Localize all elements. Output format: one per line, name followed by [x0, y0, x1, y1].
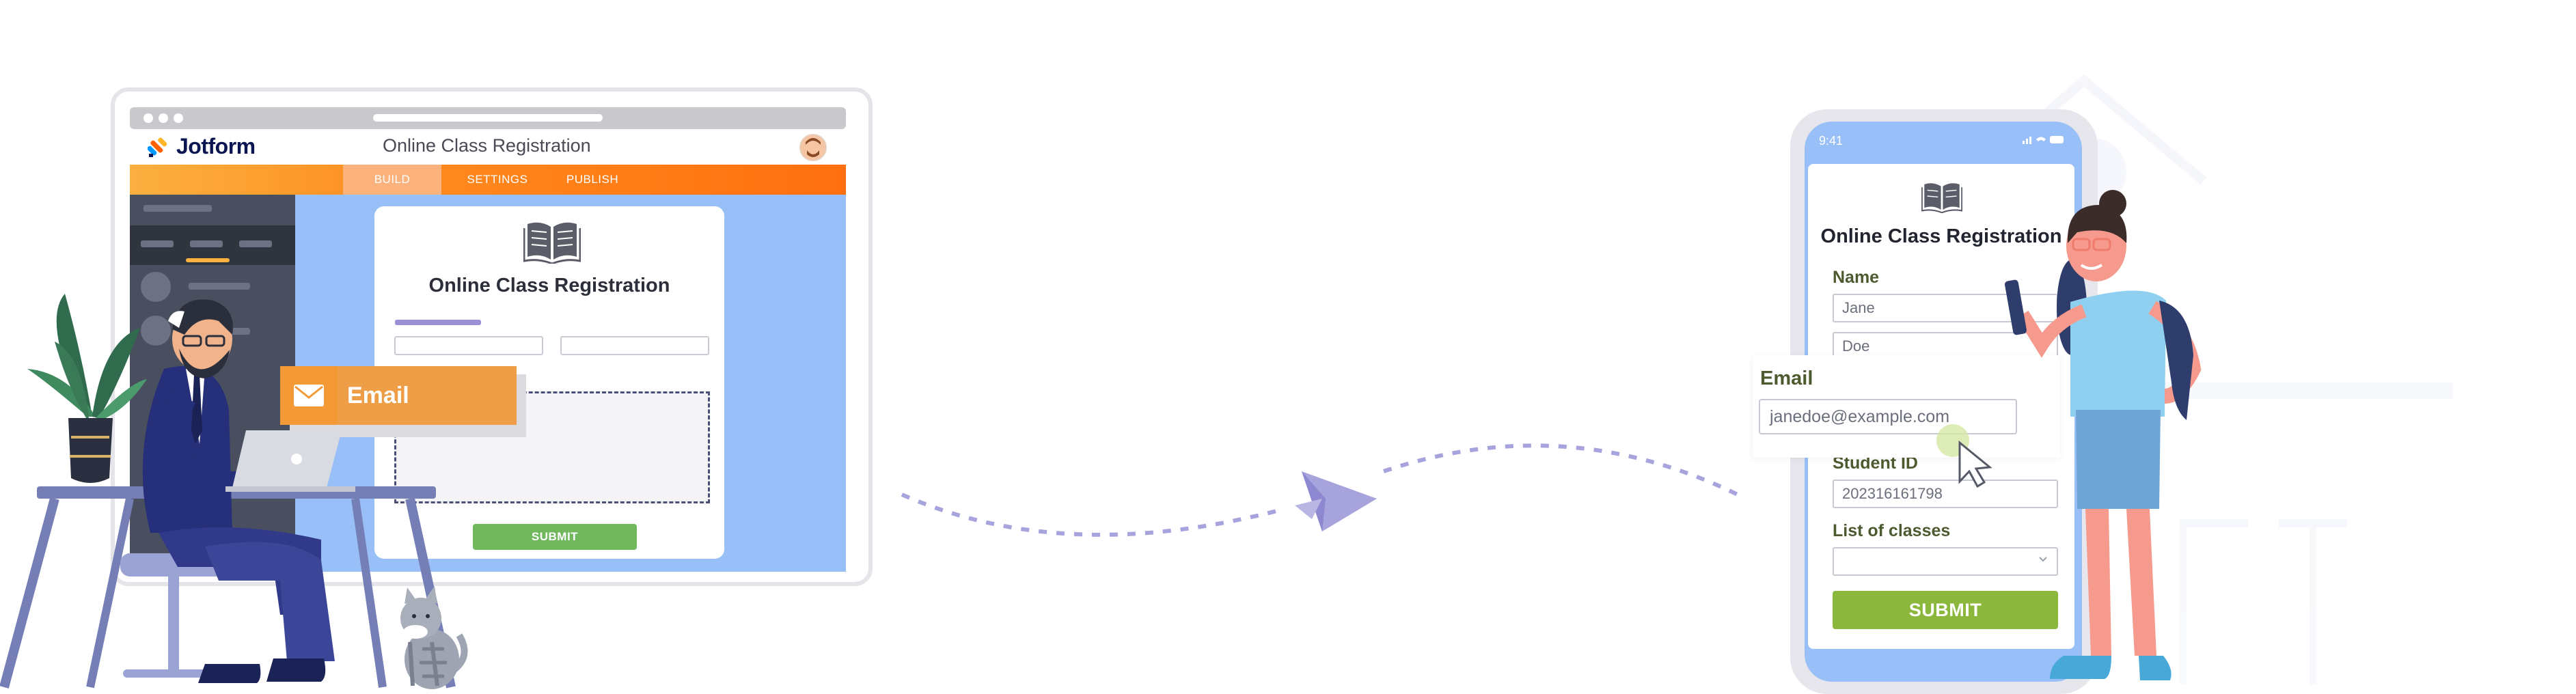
dashed-path-left	[901, 492, 1285, 537]
open-book-icon	[523, 222, 581, 264]
submit-button[interactable]: SUBMIT	[473, 524, 637, 550]
sidebar-placeholder-line	[143, 205, 212, 212]
tab-publish[interactable]: PUBLISH	[566, 173, 619, 186]
sidebar-tab-indicator	[186, 258, 230, 262]
student-illustration	[2004, 190, 2202, 680]
phone-form-title: Online Class Registration	[1820, 225, 2062, 247]
url-bar[interactable]	[373, 114, 603, 122]
classes-select[interactable]	[1833, 547, 2058, 576]
name-label: Name	[1833, 268, 1880, 287]
window-dot-minimize	[159, 113, 168, 123]
email-label: Email	[1760, 367, 1813, 389]
battery-icon	[2050, 136, 2064, 143]
builder-nav-bar	[130, 165, 846, 195]
avatar-face-icon	[801, 135, 825, 160]
field-label-placeholder	[395, 320, 481, 325]
laptop-illustration	[225, 430, 355, 492]
open-book-icon	[1921, 183, 1962, 213]
sidebar-element-icon[interactable]	[141, 316, 171, 346]
last-name-input[interactable]	[560, 336, 709, 355]
sidebar-tab-widgets[interactable]	[239, 240, 272, 247]
chevron-down-icon	[2039, 557, 2047, 562]
envelope-icon	[294, 385, 324, 406]
phone-submit-button[interactable]: SUBMIT	[1833, 591, 2058, 629]
wifi-icon	[2036, 137, 2046, 141]
man-illustration	[142, 299, 335, 683]
sidebar-tab-basic[interactable]	[141, 240, 174, 247]
cursor-icon	[1936, 424, 1992, 488]
plant-illustration	[27, 294, 147, 483]
email-element-label: Email	[347, 382, 409, 408]
tab-build[interactable]: BUILD	[374, 173, 411, 186]
nav-active-highlight	[343, 165, 441, 195]
envelope-icon-box	[280, 366, 338, 425]
jotform-logo-icon	[148, 137, 167, 157]
status-bar-time: 9:41	[1819, 134, 1844, 148]
brand-name: Jotform	[176, 134, 256, 158]
window-dot-close	[143, 113, 153, 123]
sidebar-element-icon[interactable]	[141, 272, 171, 302]
cat-illustration	[400, 586, 468, 689]
sidebar-element-label	[189, 283, 250, 290]
classes-label: List of classes	[1833, 521, 1951, 540]
form-preview-title[interactable]: Online Class Registration	[428, 275, 670, 296]
signal-icon	[2023, 137, 2031, 144]
student-id-input[interactable]: 202316161798	[1833, 480, 2058, 508]
form-name-title[interactable]: Online Class Registration	[383, 135, 591, 156]
window-dot-maximize	[174, 113, 183, 123]
user-avatar[interactable]	[799, 134, 827, 161]
sidebar-tab-payments[interactable]	[190, 240, 223, 247]
first-name-input[interactable]	[394, 336, 543, 355]
dashed-path-right	[1383, 443, 1740, 497]
email-input[interactable]: janedoe@example.com	[1759, 399, 2017, 434]
app-header	[130, 129, 846, 165]
status-bar-icons	[2023, 136, 2064, 144]
dragged-email-element[interactable]: Email	[280, 366, 517, 425]
tab-settings[interactable]: SETTINGS	[467, 173, 528, 186]
paper-plane-icon	[1295, 471, 1377, 531]
